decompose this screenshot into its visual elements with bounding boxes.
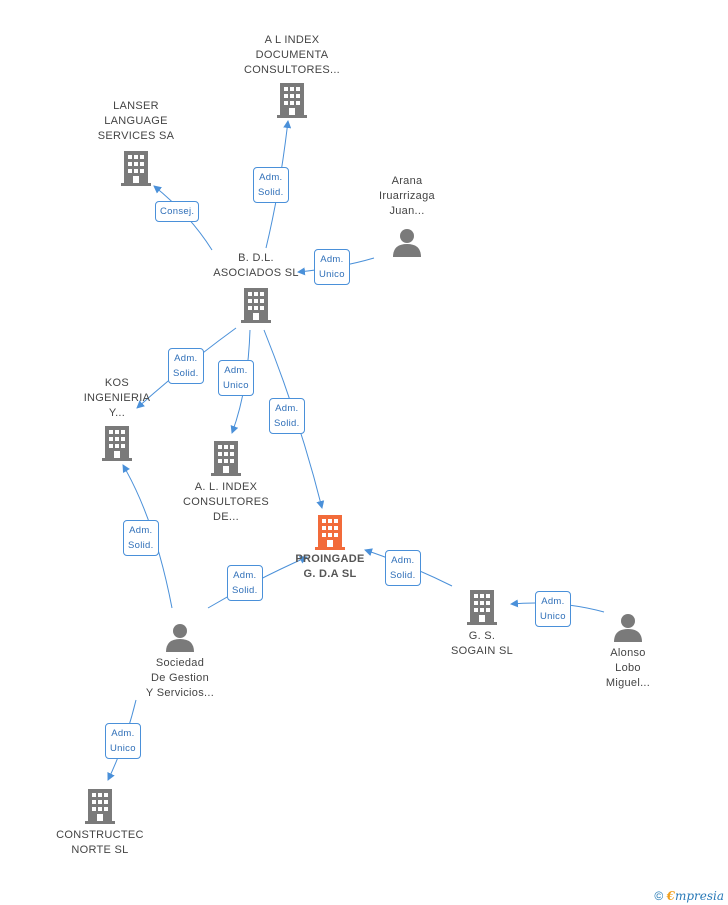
person-icon <box>393 229 421 257</box>
node-a-l-index-consultores[interactable]: A. L. INDEX CONSULTORES DE... <box>170 440 282 525</box>
node-label: B. D.L. ASOCIADOS SL <box>213 252 299 279</box>
edge-label-bdl-to-proingade[interactable]: Adm.Solid. <box>269 398 305 434</box>
building-icon <box>121 151 151 186</box>
edge-label-sogain-to-proingade[interactable]: Adm.Solid. <box>385 550 421 586</box>
node-label: CONSTRUCTEC NORTE SL <box>56 829 144 856</box>
node-label: A L INDEX DOCUMENTA CONSULTORES... <box>243 34 341 76</box>
node-lanser[interactable]: LANSER LANGUAGE SERVICES SA <box>80 99 192 186</box>
edge-label-alonso-to-sogain[interactable]: Adm.Unico <box>535 591 571 627</box>
node-a-l-index-documenta[interactable]: A L INDEX DOCUMENTA CONSULTORES... <box>232 33 352 118</box>
edge-label-sociedad-to-constructec[interactable]: Adm.Unico <box>105 723 141 759</box>
node-sociedad[interactable]: Sociedad De Gestion Y Servicios... <box>126 622 234 701</box>
building-icon <box>315 515 345 550</box>
node-label: PROINGADE G. D.A SL <box>295 553 365 580</box>
edge-label-bdl-to-kos[interactable]: Adm.Solid. <box>168 348 204 384</box>
node-kos[interactable]: KOS INGENIERIA Y... <box>72 376 162 461</box>
node-label: LANSER LANGUAGE SERVICES SA <box>97 100 175 142</box>
node-label: KOS INGENIERIA Y... <box>83 377 151 419</box>
edge-label-bdl-to-lanser[interactable]: Consej. <box>155 201 200 222</box>
brand-logo: €mpresia <box>666 889 724 903</box>
building-icon <box>102 426 132 461</box>
edge-label-bdl-to-consultores[interactable]: Adm.Unico <box>218 360 254 396</box>
building-icon <box>241 288 271 323</box>
person-icon <box>166 624 194 652</box>
edge-label-arana-to-bdl[interactable]: Adm.Unico <box>314 249 350 285</box>
node-label: G. S. SOGAIN SL <box>451 630 513 657</box>
node-arana[interactable]: Arana Iruarrizaga Juan... <box>357 174 457 257</box>
node-label: A. L. INDEX CONSULTORES DE... <box>182 481 270 523</box>
building-icon <box>211 441 241 476</box>
node-bdl[interactable]: B. D.L. ASOCIADOS SL <box>196 251 316 323</box>
node-constructec[interactable]: CONSTRUCTEC NORTE SL <box>48 788 152 858</box>
node-alonso[interactable]: Alonso Lobo Miguel... <box>586 612 670 691</box>
edge-label-sociedad-to-kos[interactable]: Adm.Solid. <box>123 520 159 556</box>
node-label: Arana Iruarrizaga Juan... <box>379 175 435 217</box>
node-proingade[interactable]: PROINGADE G. D.A SL <box>282 514 378 582</box>
edge-label-sociedad-to-proingade[interactable]: Adm.Solid. <box>227 565 263 601</box>
node-sogain[interactable]: G. S. SOGAIN SL <box>434 589 530 659</box>
node-label: Sociedad De Gestion Y Servicios... <box>145 657 215 699</box>
building-icon <box>467 590 497 625</box>
footer-brand: © €mpresia <box>654 889 724 903</box>
copyright-icon: © <box>654 889 664 903</box>
building-icon <box>277 83 307 118</box>
edge-label-bdl-to-documenta[interactable]: Adm.Solid. <box>253 167 289 203</box>
node-label: Alonso Lobo Miguel... <box>605 647 651 689</box>
building-icon <box>85 789 115 824</box>
person-icon <box>614 614 642 642</box>
